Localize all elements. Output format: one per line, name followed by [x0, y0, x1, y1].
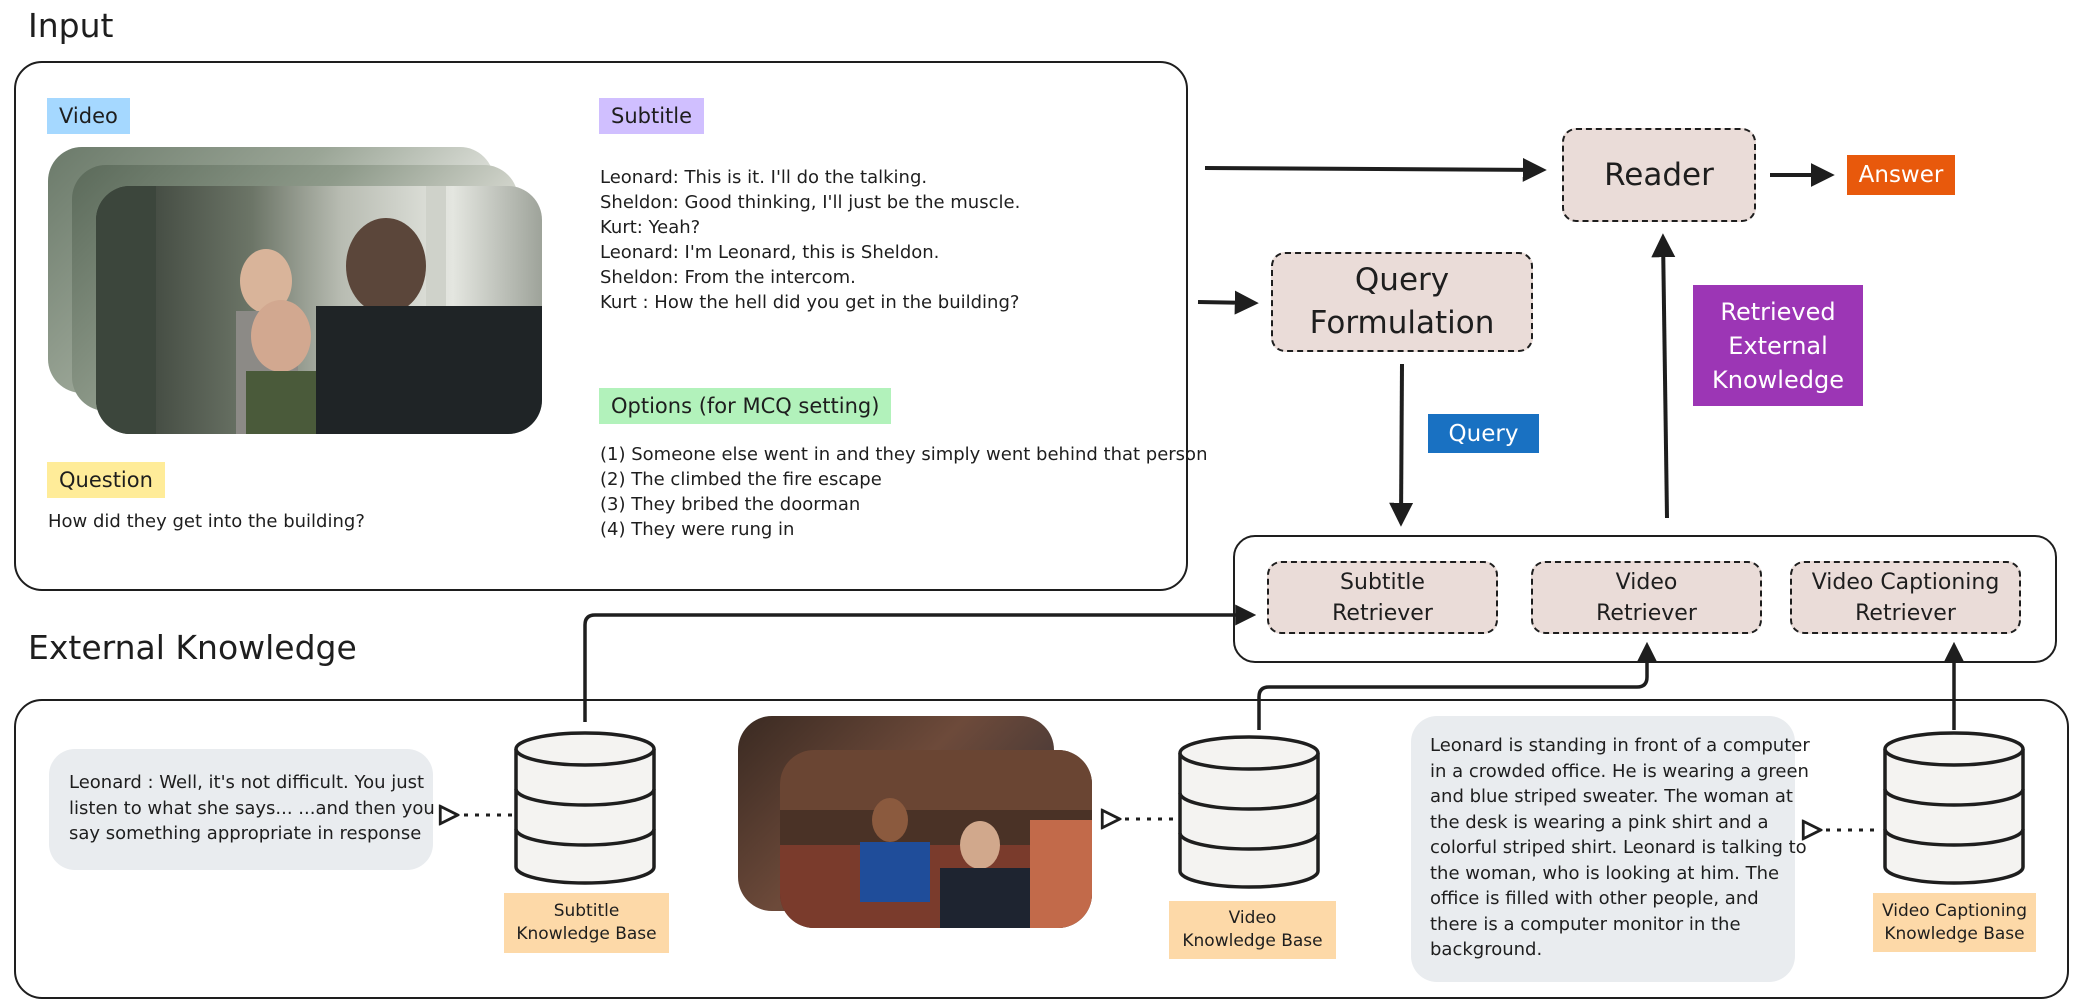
- caption-retriever-label-line: Retriever: [1855, 600, 1956, 626]
- video-kb-label-line: Video: [1228, 908, 1277, 928]
- subtitle-line: Leonard: This is it. I'll do the talking…: [600, 167, 928, 188]
- caption-kb-example-line: the desk is wearing a pink shirt and a: [1430, 811, 1769, 833]
- caption-kb-example-line: the woman, who is looking at him. The: [1430, 862, 1780, 884]
- subtitle-tag: Subtitle: [599, 98, 705, 134]
- option-item: (4) They were rung in: [600, 519, 795, 540]
- option-item: (3) They bribed the doorman: [600, 494, 861, 515]
- caption-kb-example-line: Leonard is standing in front of a comput…: [1430, 735, 1810, 756]
- video-kb-label: Video Knowledge Base: [1169, 901, 1336, 959]
- options-list: (1) Someone else went in and they simply…: [600, 442, 1207, 542]
- retrieved-knowledge-line: External: [1728, 331, 1828, 360]
- question-text: How did they get into the building?: [48, 511, 365, 532]
- retrieved-knowledge-label: Retrieved External Knowledge: [1693, 285, 1863, 406]
- subtitle-kb-label-line: Knowledge Base: [516, 924, 657, 944]
- video-frame-image: [96, 186, 542, 434]
- subtitle-retriever-label-line: Subtitle: [1340, 569, 1425, 595]
- query-label: Query: [1428, 414, 1539, 453]
- options-tag: Options (for MCQ setting): [599, 388, 892, 424]
- reader-label: Reader: [1604, 157, 1714, 193]
- video-retriever-label-line: Video: [1615, 569, 1678, 595]
- query-formulation-label-line: Formulation: [1309, 305, 1495, 341]
- caption-kb-label-line: Knowledge Base: [1884, 923, 2025, 944]
- option-item: (1) Someone else went in and they simply…: [600, 444, 1208, 465]
- subtitle-kb-example-bubble: Leonard : Well, it's not difficult. You …: [49, 749, 435, 870]
- question-tag: Question: [47, 462, 165, 498]
- video-kb-still-illustration: [780, 750, 1092, 928]
- retrieved-knowledge-line: Retrieved: [1720, 297, 1836, 326]
- video-tag: Video: [47, 98, 130, 134]
- video-still-illustration: [96, 186, 542, 434]
- external-section-title: External Knowledge: [28, 628, 357, 667]
- caption-kb-example-line: there is a computer monitor in the: [1430, 913, 1741, 935]
- arrow-retrievers-to-reader: [1651, 233, 1676, 519]
- arrow-query-to-retrievers: [1389, 363, 1414, 527]
- caption-kb-label: Video Captioning Knowledge Base: [1873, 893, 2036, 952]
- caption-kb-example-line: in a crowded office. He is wearing a gre…: [1430, 760, 1809, 782]
- subtitle-retriever-node: Subtitle Retriever: [1267, 561, 1498, 634]
- caption-kb-example-line: and blue striped sweater. The woman at: [1430, 786, 1793, 807]
- subtitle-text-block: Leonard: This is it. I'll do the talking…: [600, 165, 1020, 315]
- subtitle-kb-label-line: Subtitle: [553, 901, 620, 921]
- subtitle-retriever-label-line: Retriever: [1332, 600, 1433, 626]
- subtitle-line: Sheldon: From the intercom.: [600, 267, 856, 288]
- retrieved-knowledge-line: Knowledge: [1712, 365, 1844, 394]
- caption-retriever-label-line: Video Captioning: [1811, 569, 2000, 595]
- caption-kb-example-line: office is filled with other people, and: [1430, 888, 1759, 909]
- subtitle-kb-label: Subtitle Knowledge Base: [504, 893, 669, 953]
- answer-label: Answer: [1847, 155, 1955, 195]
- arrow-input-to-reader: [1204, 157, 1547, 182]
- caption-kb-label-line: Video Captioning: [1882, 900, 2027, 921]
- caption-kb-example-bubble: Leonard is standing in front of a comput…: [1411, 716, 1810, 982]
- subtitle-line: Kurt: Yeah?: [600, 217, 701, 238]
- arrow-input-to-query-formulation: [1197, 290, 1259, 315]
- subtitle-line: Leonard: I'm Leonard, this is Sheldon.: [600, 242, 940, 263]
- video-retriever-label-line: Retriever: [1596, 600, 1697, 626]
- query-formulation-node: Query Formulation: [1271, 252, 1533, 352]
- query-formulation-label-line: Query: [1354, 262, 1450, 298]
- video-retriever-node: Video Retriever: [1531, 561, 1762, 634]
- caption-kb-example-line: colorful striped shirt. Leonard is talki…: [1430, 837, 1807, 858]
- video-kb-frame-image: [780, 750, 1092, 928]
- option-item: (2) The climbed the fire escape: [600, 469, 882, 490]
- subtitle-line: Kurt : How the hell did you get in the b…: [600, 292, 1020, 313]
- subtitle-line: Sheldon: Good thinking, I'll just be the…: [600, 192, 1021, 213]
- caption-kb-example-line: background.: [1430, 939, 1543, 960]
- caption-retriever-node: Video Captioning Retriever: [1790, 561, 2021, 634]
- input-section-title: Input: [28, 6, 114, 45]
- video-kb-label-line: Knowledge Base: [1182, 931, 1323, 951]
- reader-node: Reader: [1562, 128, 1756, 222]
- subtitle-kb-example-line: listen to what she says... ...and then y…: [69, 797, 435, 819]
- subtitle-kb-example-line: Leonard : Well, it's not difficult. You …: [69, 772, 425, 793]
- subtitle-kb-example-line: say something appropriate in response: [69, 823, 422, 844]
